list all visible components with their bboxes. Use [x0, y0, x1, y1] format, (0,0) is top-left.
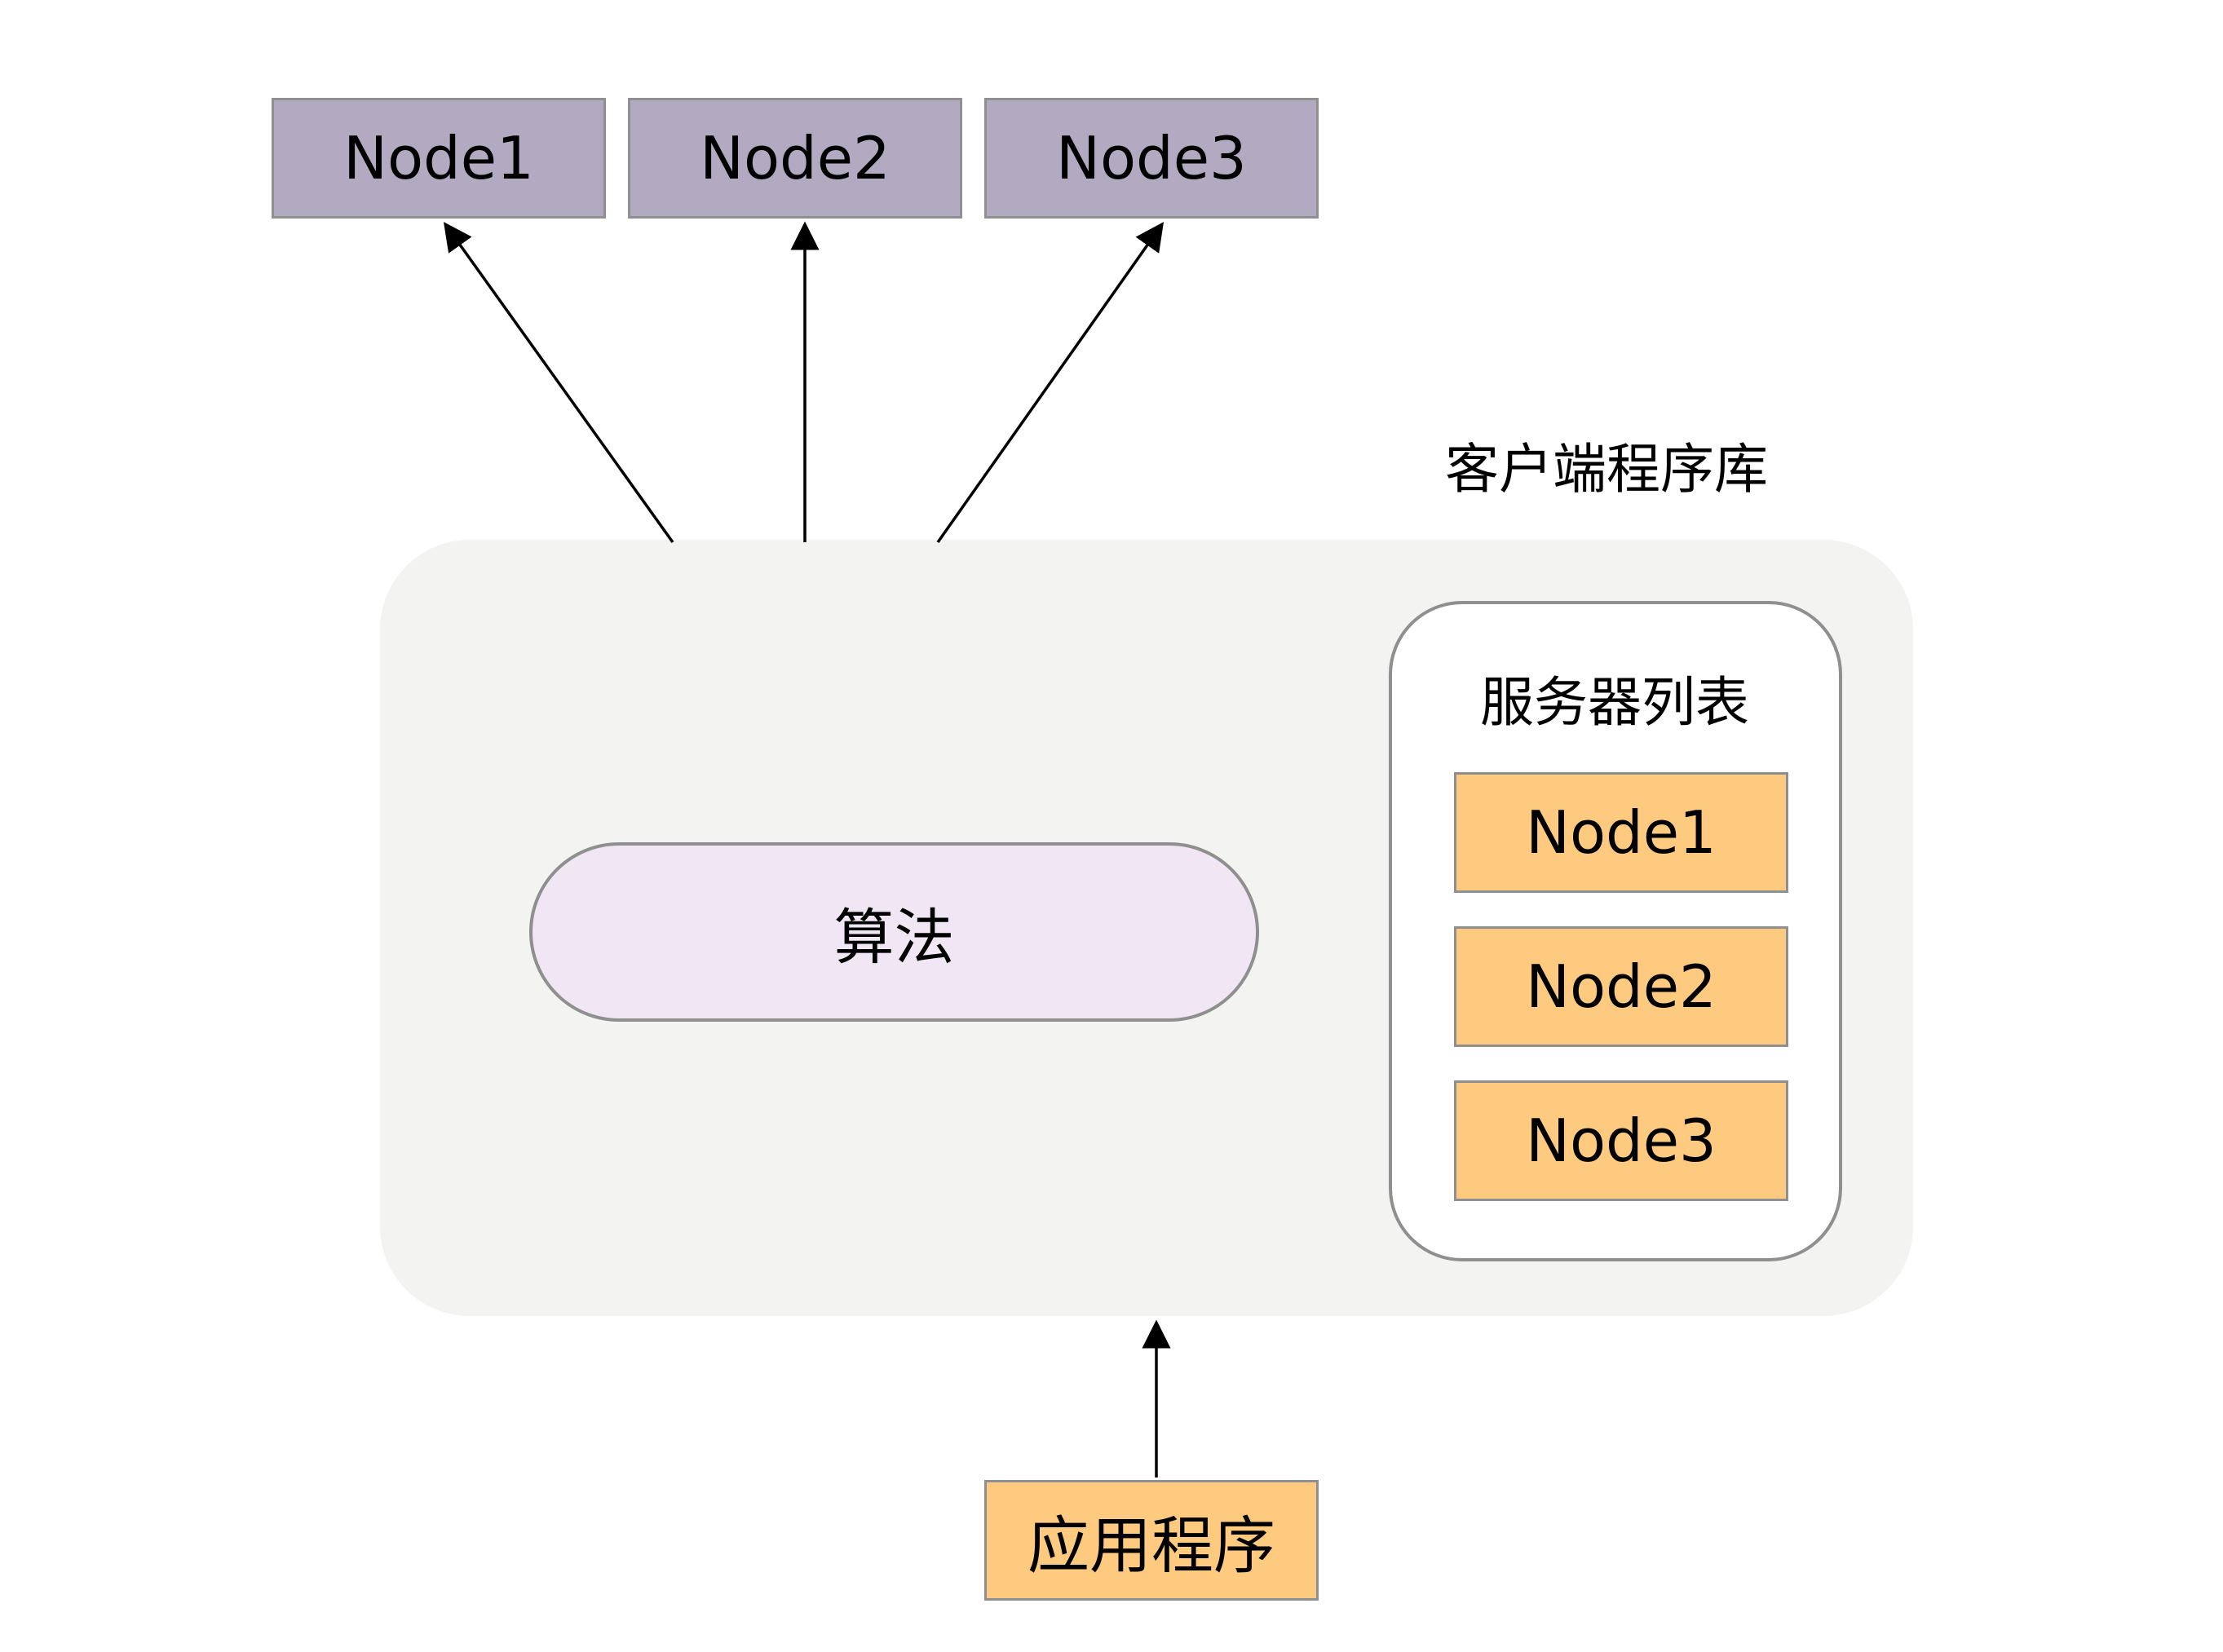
top-node-2: Node2	[628, 98, 962, 219]
arrow-to-top-node-1	[443, 222, 674, 544]
server-list-title: 服务器列表	[1480, 671, 1749, 734]
server-list-node-2: Node2	[1454, 926, 1788, 1047]
algorithm-box: 算法	[529, 842, 1259, 1022]
top-node-3: Node3	[984, 98, 1319, 219]
top-node-1: Node1	[272, 98, 606, 219]
application-box: 应用程序	[984, 1480, 1319, 1601]
server-list-node-3: Node3	[1454, 1080, 1788, 1201]
server-list-node-1: Node1	[1454, 772, 1788, 893]
client-library-label: 客户端程序库	[1445, 438, 1768, 501]
arrow-to-top-node-3	[936, 222, 1165, 544]
